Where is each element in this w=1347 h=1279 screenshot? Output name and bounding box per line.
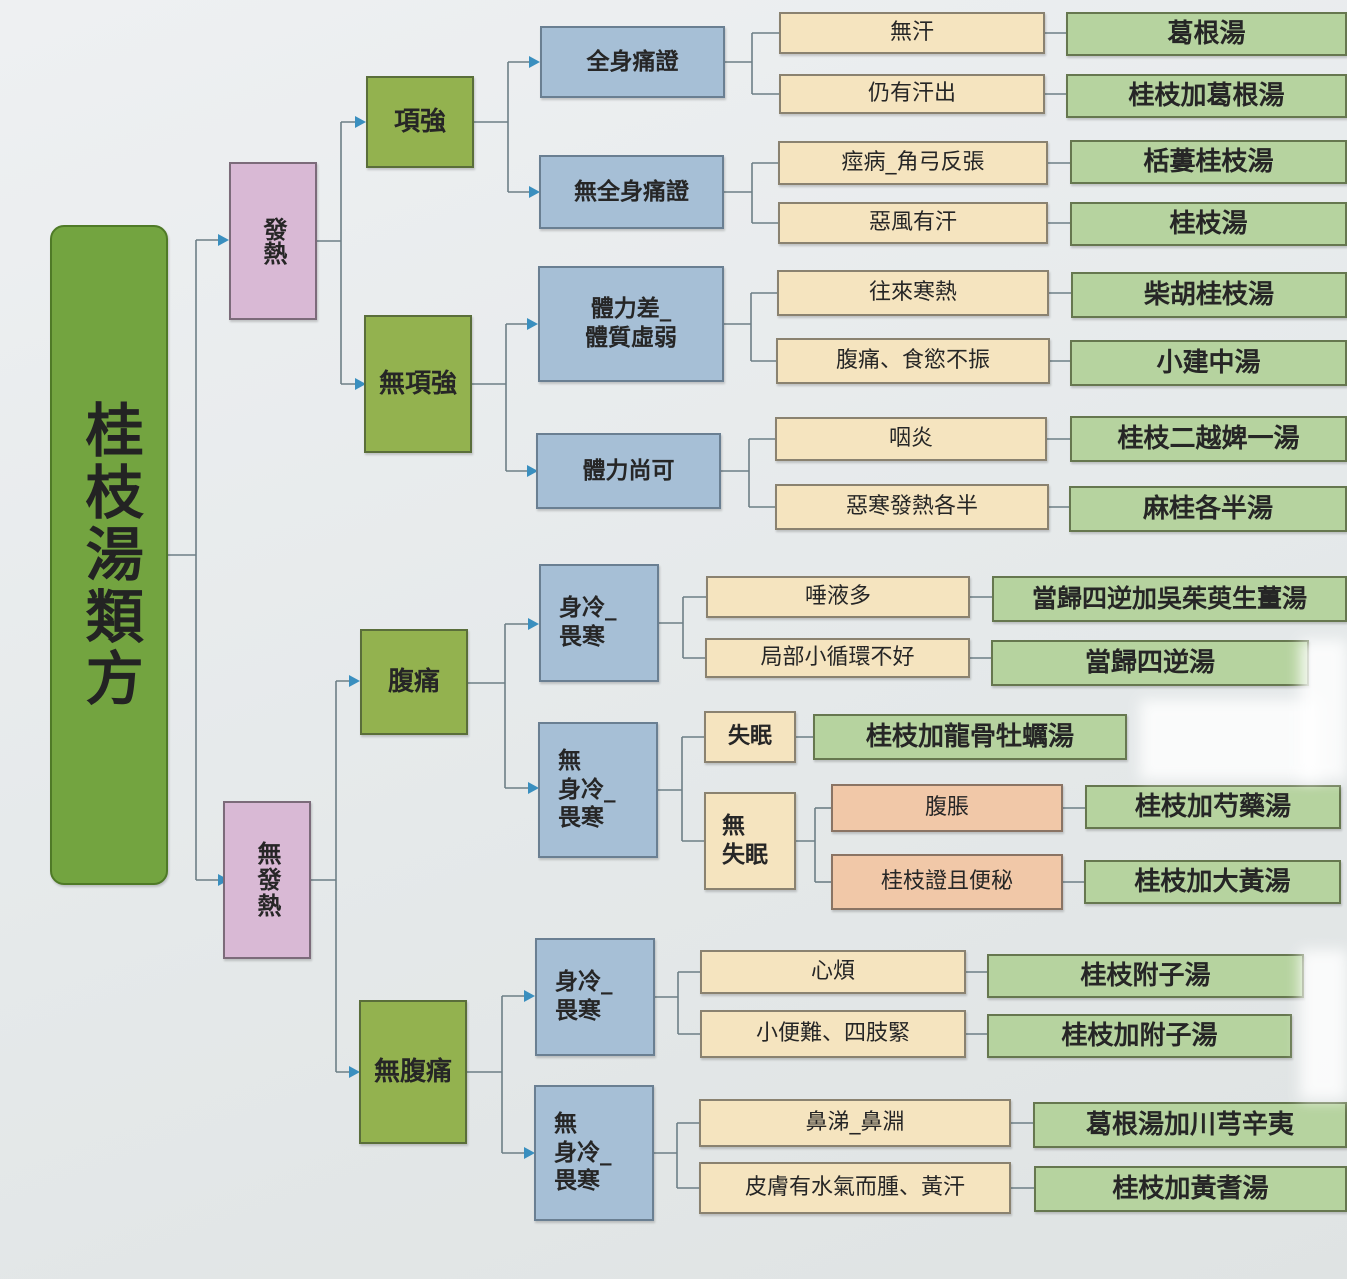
formula-node: 桂枝二越婢一湯 — [1070, 416, 1347, 462]
arrow-head-icon — [524, 990, 535, 1002]
formula-node: 當歸四逆加吳茱萸生薑湯 — [992, 576, 1347, 622]
symptom-node: 腹痛、食慾不振 — [776, 338, 1050, 384]
screen-glare — [1300, 950, 1347, 1100]
formula-node: 葛根湯加川芎辛夷 — [1033, 1102, 1347, 1148]
no-abdominal-pain-node: 無腹痛 — [359, 1000, 467, 1144]
no-cold-body-node-b: 無 身冷_ 畏寒 — [534, 1085, 654, 1221]
formula-node: 桂枝加葛根湯 — [1066, 74, 1347, 118]
neck-stiff-node: 項強 — [366, 76, 474, 168]
symptom-node: 心煩 — [700, 950, 966, 994]
cold-body-node-b: 身冷_ 畏寒 — [535, 938, 655, 1056]
no-cold-body-node-a: 無 身冷_ 畏寒 — [538, 722, 658, 858]
symptom-node: 唾液多 — [706, 576, 970, 618]
symptom-node: 仍有汗出 — [779, 74, 1045, 114]
abdominal-pain-node: 腹痛 — [360, 629, 468, 735]
symptom-node: 咽炎 — [775, 417, 1047, 461]
weak-constitution-node: 體力差_ 體質虛弱 — [538, 266, 724, 382]
formula-node: 葛根湯 — [1066, 12, 1347, 56]
fever-node: 發熱 — [229, 162, 317, 320]
formula-node: 小建中湯 — [1070, 340, 1347, 386]
symptom-node-no-insomnia: 無 失眠 — [704, 792, 796, 890]
symptom-node: 皮膚有水氣而腫、黃汗 — [699, 1162, 1011, 1214]
arrow-head-icon — [529, 56, 540, 68]
symptom-node: 桂枝證且便秘 — [831, 854, 1063, 910]
formula-node: 桂枝加附子湯 — [987, 1014, 1292, 1058]
symptom-node: 腹脹 — [831, 784, 1063, 832]
symptom-node-insomnia: 失眠 — [704, 711, 796, 763]
no-whole-body-pain-node: 無全身痛證 — [539, 155, 724, 229]
no-fever-node: 無發熱 — [223, 801, 311, 959]
symptom-node: 無汗 — [779, 12, 1045, 54]
arrow-head-icon — [529, 186, 540, 198]
symptom-node: 惡寒發熱各半 — [775, 484, 1049, 530]
symptom-node: 惡風有汗 — [778, 202, 1048, 244]
whole-body-pain-node: 全身痛證 — [540, 26, 725, 98]
screen-glare — [1140, 700, 1320, 780]
arrow-head-icon — [528, 782, 539, 794]
arrow-head-icon — [349, 675, 360, 687]
fair-strength-node: 體力尚可 — [536, 433, 721, 509]
formula-node: 桂枝加大黃湯 — [1084, 860, 1341, 904]
root-title-node: 桂枝湯類方 — [50, 225, 168, 885]
formula-node: 桂枝湯 — [1070, 202, 1347, 246]
arrow-head-icon — [349, 1066, 360, 1078]
formula-node: 麻桂各半湯 — [1069, 486, 1347, 532]
formula-node: 桂枝附子湯 — [987, 954, 1304, 998]
arrow-head-icon — [524, 1147, 535, 1159]
screen-glare — [1300, 640, 1347, 780]
arrow-head-icon — [355, 116, 366, 128]
arrow-head-icon — [527, 465, 538, 477]
formula-node: 柴胡桂枝湯 — [1071, 272, 1347, 318]
arrow-head-icon — [218, 234, 229, 246]
arrow-head-icon — [355, 378, 366, 390]
formula-node: 栝蔞桂枝湯 — [1070, 140, 1347, 184]
symptom-node: 小便難、四肢緊 — [700, 1010, 966, 1058]
symptom-node: 鼻涕_鼻淵 — [699, 1099, 1011, 1147]
symptom-node: 痙病_角弓反張 — [778, 141, 1048, 185]
symptom-node: 往來寒熱 — [777, 270, 1049, 316]
arrow-head-icon — [527, 318, 538, 330]
formula-node: 桂枝加黃耆湯 — [1034, 1166, 1347, 1212]
arrow-head-icon — [528, 618, 539, 630]
no-neck-stiff-node: 無項強 — [364, 315, 472, 453]
formula-node: 桂枝加龍骨牡蠣湯 — [813, 714, 1127, 760]
cold-body-node-a: 身冷_ 畏寒 — [539, 564, 659, 682]
symptom-node: 局部小循環不好 — [705, 638, 970, 678]
formula-node: 桂枝加芍藥湯 — [1085, 785, 1341, 829]
formula-node: 當歸四逆湯 — [991, 640, 1309, 686]
